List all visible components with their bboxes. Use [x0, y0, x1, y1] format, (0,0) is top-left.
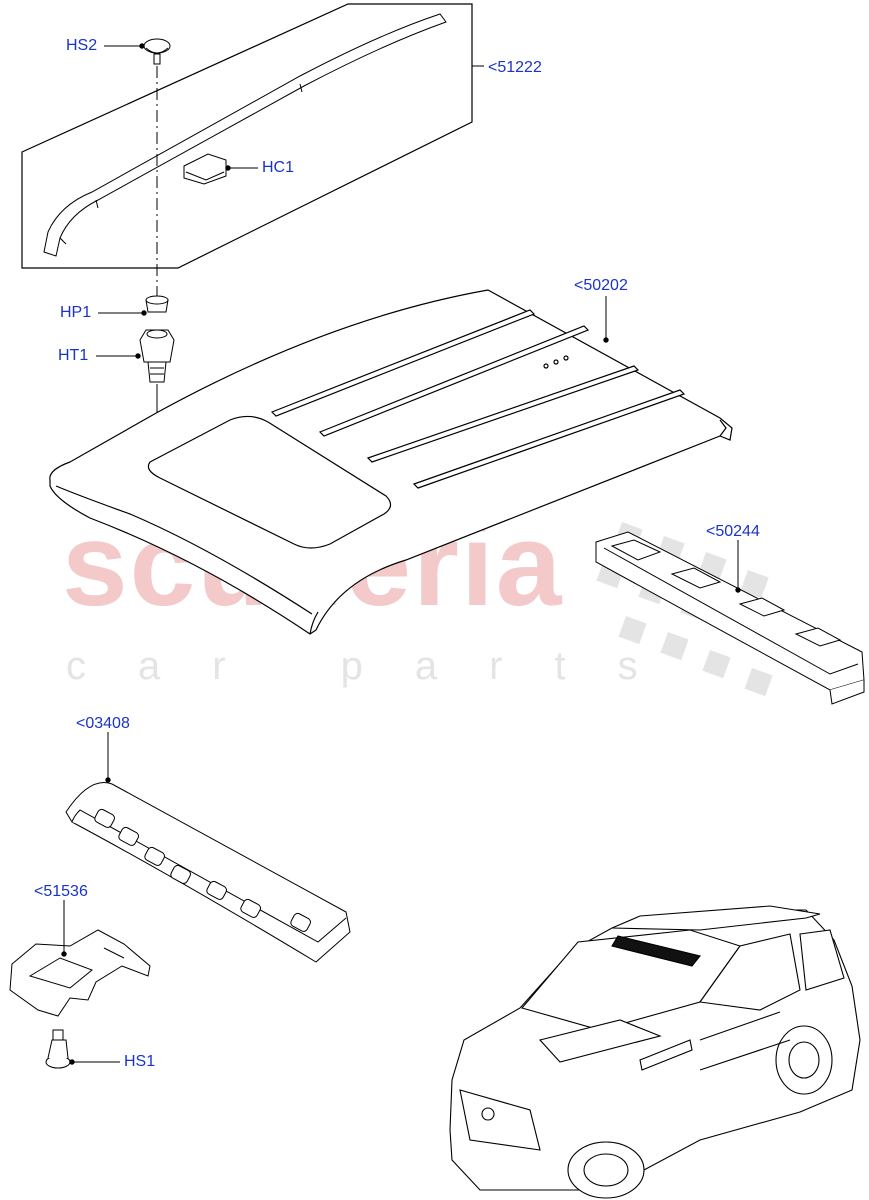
leader-lines [61, 43, 741, 1065]
callout-hs2: HS2 [66, 37, 98, 54]
screw-hs1 [45, 1029, 71, 1069]
bracket-51536 [9, 929, 151, 1017]
nut-ht1 [139, 329, 175, 383]
callout-ht1: HT1 [58, 347, 89, 364]
vehicle-illustration [449, 905, 861, 1199]
callout-50202: <50202 [574, 277, 628, 294]
callout-hp1: HP1 [60, 304, 92, 321]
callout-51536: <51536 [34, 883, 88, 900]
callout-50244: <50244 [706, 523, 760, 540]
plug-hp1 [145, 295, 169, 313]
roof-rail-kit-box [21, 3, 473, 269]
rail-clip-hc1 [183, 153, 227, 185]
callout-51222: <51222 [488, 59, 542, 76]
watermark-tagline: car parts [66, 644, 690, 688]
rear-header-03408 [65, 782, 351, 963]
callout-03408: <03408 [76, 715, 130, 732]
callout-hc1: HC1 [262, 159, 295, 176]
screw-hs2 [143, 38, 171, 65]
roof-rail [43, 13, 447, 257]
cross-member-50244 [595, 531, 865, 705]
callout-hs1: HS1 [124, 1053, 156, 1070]
roof-panel [49, 289, 733, 635]
